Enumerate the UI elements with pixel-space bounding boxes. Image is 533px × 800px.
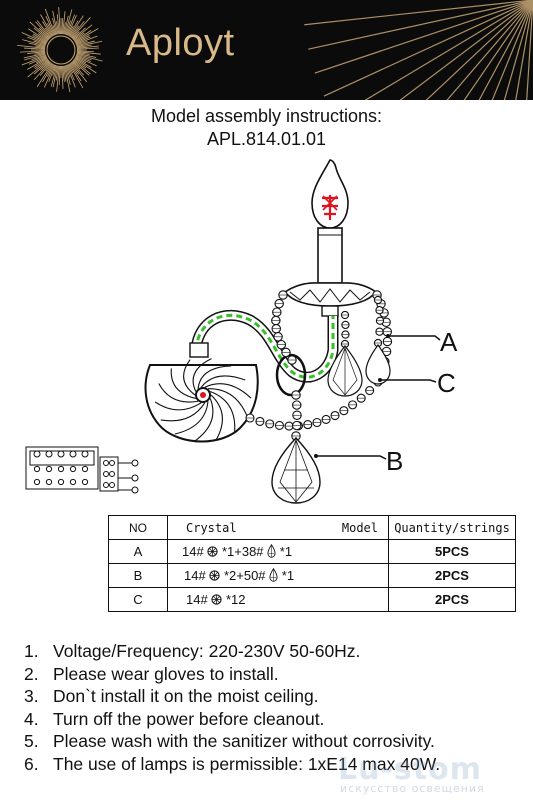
wall-backplate bbox=[144, 342, 259, 443]
crystal-ball-icon bbox=[207, 546, 218, 557]
note-text: Turn off the power before cleanout. bbox=[53, 708, 325, 729]
note-text: Please wash with the sanitizer without c… bbox=[53, 731, 435, 751]
crystal-mid: *12 bbox=[225, 592, 246, 607]
crystal-mid: *1+38# bbox=[221, 544, 264, 559]
note-text: The use of lamps is permissible: 1xE14 m… bbox=[53, 753, 441, 774]
note-number: 3. bbox=[24, 686, 39, 706]
crystal-drop-pendant bbox=[271, 343, 391, 504]
bobeche-cup bbox=[283, 282, 378, 317]
row-crystal: 14# *1+38# *1 bbox=[167, 539, 389, 564]
callout-a: A bbox=[386, 327, 458, 357]
crystal-pre: 14# bbox=[182, 544, 204, 559]
note-text: Please wear gloves to install. bbox=[53, 663, 279, 684]
table-header-row: NO Crystal Model Quantity/strings bbox=[108, 515, 516, 540]
row-quantity: 2PCS bbox=[388, 587, 516, 612]
row-crystal: 14# *2+50# *1 bbox=[167, 563, 389, 588]
note-number: 6. bbox=[24, 753, 39, 774]
header-quantity: Quantity/strings bbox=[388, 515, 516, 540]
header-no: NO bbox=[108, 515, 168, 540]
curved-arm bbox=[190, 310, 339, 383]
instruction-notes-list: 1.Voltage/Frequency: 220-230V 50-60Hz.2.… bbox=[24, 640, 440, 775]
callout-b: B bbox=[314, 446, 403, 476]
label-a: A bbox=[440, 327, 458, 357]
crystal-post: *1 bbox=[279, 544, 293, 559]
model-number: APL.814.01.01 bbox=[206, 129, 327, 149]
crystal-pre: 14# bbox=[184, 568, 206, 583]
label-c: C bbox=[437, 368, 456, 398]
wiring-terminal-diagram bbox=[25, 446, 139, 494]
crystal-ball-icon bbox=[211, 594, 222, 605]
sconce-assembly-drawing: A C B bbox=[25, 159, 458, 504]
note-item: 5. Please wash with the sanitizer without… bbox=[24, 730, 440, 753]
brand-header: Aployt bbox=[0, 0, 533, 100]
watermark-logo: Lu-stom bbox=[338, 752, 482, 787]
note-item: 3. Don`t install it on the moist ceiling. bbox=[24, 685, 440, 708]
crystal-drop-icon bbox=[267, 544, 276, 558]
header-crystal: Crystal bbox=[186, 520, 237, 535]
watermark-tagline: искусство освещения bbox=[340, 782, 485, 795]
row-quantity: 2PCS bbox=[388, 563, 516, 588]
note-item: 4. Turn off the power before cleanout. bbox=[24, 708, 440, 731]
row-no: B bbox=[108, 563, 168, 588]
candle-bulb bbox=[311, 159, 349, 284]
label-b: B bbox=[386, 446, 403, 476]
crystal-mid: *2+50# bbox=[223, 568, 266, 583]
note-text: Don`t install it on the moist ceiling. bbox=[53, 686, 319, 706]
note-number: 1. bbox=[24, 641, 39, 661]
crystal-pre: 14# bbox=[186, 592, 208, 607]
header-crystal-model: Crystal Model bbox=[167, 515, 389, 540]
brand-logo-text: Aployt bbox=[126, 22, 235, 64]
note-item: 6. The use of lamps is permissible: 1xE14… bbox=[24, 753, 440, 776]
note-number: 2. bbox=[24, 663, 39, 684]
row-no: C bbox=[108, 587, 168, 612]
row-crystal: 14# *12 bbox=[167, 587, 389, 612]
crystal-drop-icon bbox=[269, 568, 278, 582]
note-item: 1. Voltage/Frequency: 220-230V 50-60Hz. bbox=[24, 640, 440, 663]
sunburst-logo-art bbox=[17, 0, 533, 100]
header-model: Model bbox=[341, 520, 378, 535]
callout-c: C bbox=[378, 368, 456, 398]
note-number: 5. bbox=[24, 731, 39, 751]
instructions-title: Model assembly instructions: bbox=[150, 106, 383, 126]
note-item: 2. Please wear gloves to install. bbox=[24, 663, 440, 686]
note-text: Voltage/Frequency: 220-230V 50-60Hz. bbox=[53, 641, 361, 661]
crystal-post: *1 bbox=[281, 568, 295, 583]
row-no: A bbox=[108, 539, 168, 564]
row-quantity: 5PCS bbox=[388, 539, 516, 564]
note-number: 4. bbox=[24, 708, 39, 729]
crystal-ball-icon bbox=[209, 570, 220, 581]
